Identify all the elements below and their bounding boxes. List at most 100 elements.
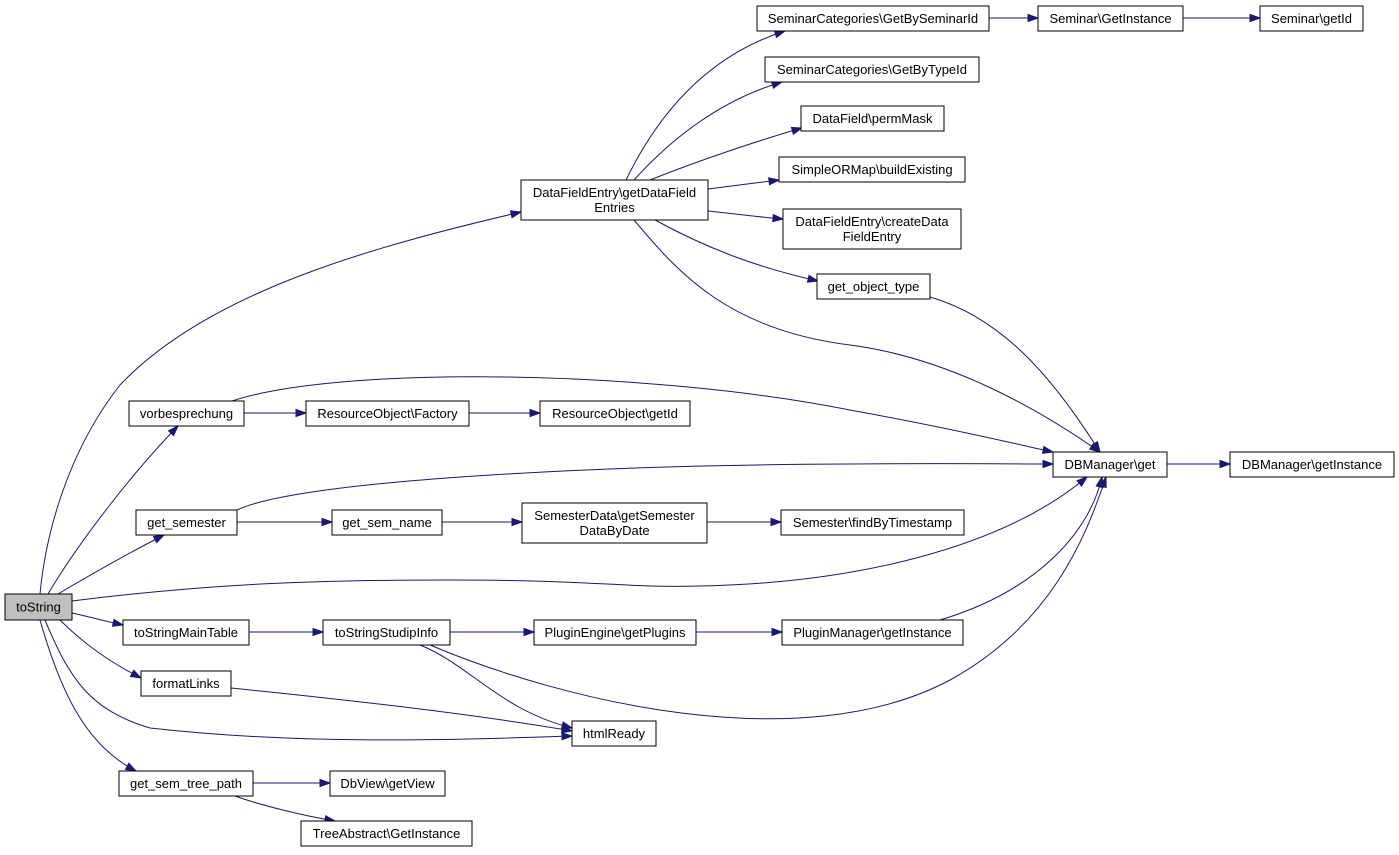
node-label: DataField\permMask (813, 111, 933, 126)
node-getObjectType[interactable]: get_object_type (816, 273, 931, 300)
edge-arrowhead (1042, 459, 1055, 469)
node-label: vorbesprechung (140, 406, 233, 421)
edge-arrowhead (319, 778, 332, 788)
edge-toString-to-toStringMainTable (71, 612, 125, 627)
node-label: TreeAbstract\GetInstance (313, 826, 461, 841)
node-getView[interactable]: DbView\getView (329, 770, 446, 797)
edge-getSemTreePath-to-treeGetInstance (234, 795, 337, 824)
edge-seminarGetInstance-to-seminarGetId (1183, 13, 1262, 23)
node-label: get_sem_tree_path (130, 776, 242, 791)
edge-arrowhead (561, 732, 574, 741)
node-box (1037, 5, 1184, 32)
node-box (128, 400, 245, 427)
node-roGetId[interactable]: ResourceObject\getId (539, 400, 691, 427)
edge-line (419, 644, 573, 729)
edge-arrowhead (529, 408, 542, 418)
node-box (778, 156, 966, 183)
edge-arrowhead (1027, 13, 1040, 23)
edge-arrowhead (1076, 476, 1089, 487)
edge-scGetBySeminarId-to-seminarGetInstance (989, 13, 1040, 23)
node-getSemName[interactable]: get_sem_name (331, 509, 443, 536)
node-label: Seminar\GetInstance (1049, 11, 1171, 26)
edge-getSemester-to-getSemName (237, 517, 334, 527)
edge-vorbesprechung-to-dbGet (231, 376, 1055, 454)
edge-arrowhead (129, 669, 143, 679)
node-box (756, 5, 990, 32)
edge-arrowhead (1095, 475, 1104, 489)
node-box (539, 400, 691, 427)
node-label: toStringMainTable (134, 625, 238, 640)
node-label: formatLinks (152, 676, 220, 691)
node-box (764, 56, 980, 83)
node-label: ResourceObject\Factory (317, 406, 458, 421)
node-htmlReady[interactable]: htmlReady (571, 720, 657, 747)
node-seminarGetId[interactable]: Seminar\getId (1259, 5, 1364, 32)
edges-layer (39, 13, 1262, 824)
node-toStringStudipInfo[interactable]: toStringStudipInfo (322, 619, 451, 646)
edge-line (649, 127, 803, 181)
edge-getSemester-to-dbGet (236, 459, 1055, 511)
node-box (135, 509, 238, 536)
node-vorbesprechung[interactable]: vorbesprechung (128, 400, 245, 427)
edge-toString-to-getSemester (57, 534, 166, 595)
node-label: SemesterData\getSemester (534, 508, 695, 523)
edge-toString-to-htmlReady (44, 619, 574, 741)
node-box (122, 619, 250, 646)
node-box (521, 502, 708, 544)
node-getSemester[interactable]: get_semester (135, 509, 238, 536)
node-getSemTreePath[interactable]: get_sem_tree_path (118, 770, 254, 797)
edge-line (39, 619, 137, 772)
node-scGetBySeminarId[interactable]: SeminarCategories\GetBySeminarId (756, 5, 990, 32)
node-toStringMainTable[interactable]: toStringMainTable (122, 619, 250, 646)
edge-line (230, 687, 573, 732)
edge-line (633, 219, 1101, 453)
edge-line (429, 476, 1107, 720)
node-findByTimestamp[interactable]: Semester\findByTimestamp (780, 509, 965, 536)
node-label: get_semester (147, 515, 226, 530)
node-box (1259, 5, 1364, 32)
edge-dbGet-to-dbGetInstance (1167, 459, 1232, 469)
node-dbGetInstance[interactable]: DBManager\getInstance (1229, 451, 1395, 478)
edge-arrowhead (312, 627, 325, 637)
edge-toStringStudipInfo-to-getPlugins (450, 627, 536, 637)
node-scGetByTypeId[interactable]: SeminarCategories\GetByTypeId (764, 56, 980, 83)
node-getPlugins[interactable]: PluginEngine\getPlugins (533, 619, 697, 646)
node-dbGet[interactable]: DBManager\get (1052, 451, 1168, 478)
edge-arrowhead (770, 517, 783, 527)
node-label: SeminarCategories\GetBySeminarId (768, 11, 978, 26)
node-seminarGetInstance[interactable]: Seminar\GetInstance (1037, 5, 1184, 32)
edge-roFactory-to-roGetId (469, 408, 542, 418)
node-label: Seminar\getId (1271, 11, 1352, 26)
node-label: PluginManager\getInstance (793, 625, 951, 640)
node-box (305, 400, 470, 427)
node-permMask[interactable]: DataField\permMask (800, 105, 945, 132)
edge-getDataFieldEntries-to-permMask (649, 126, 804, 181)
edge-arrowhead (790, 126, 804, 135)
edge-toStringStudipInfo-to-htmlReady (419, 644, 574, 730)
node-pmGetInstance[interactable]: PluginManager\getInstance (781, 619, 964, 646)
edge-getDataFieldEntries-to-createDataFieldEntry (707, 210, 785, 223)
edge-semesterDataByDate-to-findByTimestamp (707, 517, 783, 527)
edge-arrowhead (560, 725, 574, 734)
node-label: htmlReady (583, 726, 646, 741)
node-label: SeminarCategories\GetByTypeId (777, 62, 967, 77)
node-roFactory[interactable]: ResourceObject\Factory (305, 400, 470, 427)
node-box (571, 720, 657, 747)
edge-line (236, 463, 1054, 511)
node-buildExisting[interactable]: SimpleORMap\buildExisting (778, 156, 966, 183)
node-toString[interactable]: toString (4, 593, 73, 621)
edge-toString-to-formatLinks (59, 619, 143, 679)
node-formatLinks[interactable]: formatLinks (140, 670, 232, 697)
edge-toString-to-dbGet (71, 476, 1089, 602)
edge-line (59, 619, 142, 679)
edge-arrowhead (773, 30, 787, 39)
edge-arrowhead (772, 213, 785, 223)
edge-arrowhead (768, 177, 781, 186)
node-label: get_object_type (828, 279, 920, 294)
node-treeGetInstance[interactable]: TreeAbstract\GetInstance (300, 820, 473, 847)
edge-line (707, 210, 784, 220)
